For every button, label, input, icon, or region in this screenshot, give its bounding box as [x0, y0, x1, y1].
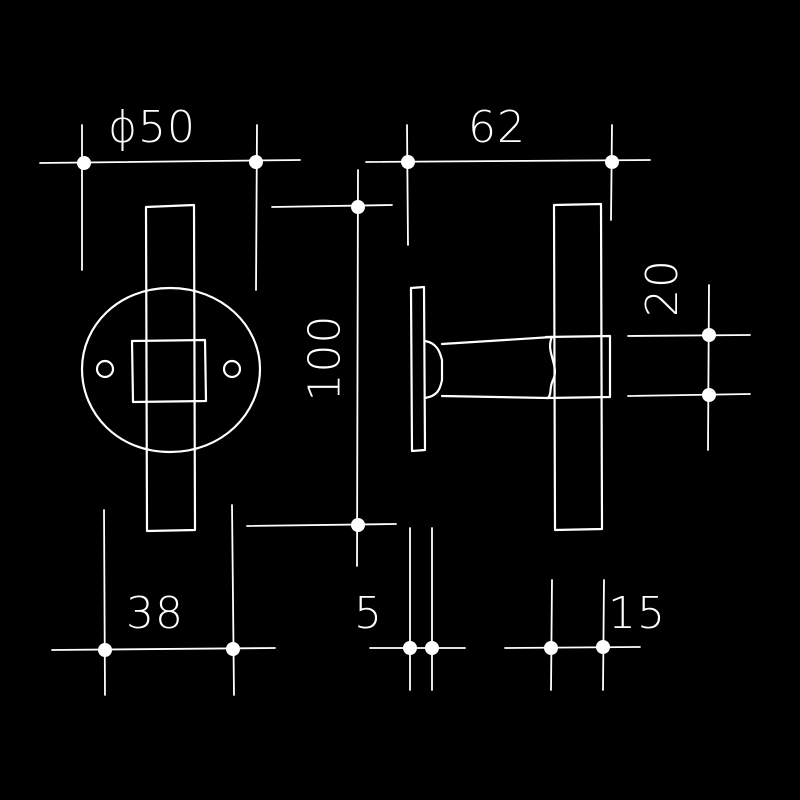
side-view [409, 202, 612, 532]
dim-rose-diameter [39, 124, 301, 291]
dim-rose-thickness [369, 527, 466, 691]
dim-projection [365, 124, 651, 246]
handle-width-label: 38 [126, 588, 184, 639]
side-sleeve [544, 334, 612, 400]
dim-sleeve-width [504, 579, 641, 691]
side-handle-bar [552, 202, 604, 532]
dim-grip-width [627, 284, 751, 451]
side-spindle-break [546, 335, 556, 400]
dim-handle-length [246, 169, 397, 567]
front-view [80, 203, 262, 533]
front-center-block [130, 338, 208, 404]
front-handle-bar [144, 203, 197, 533]
rose-thickness-label: 5 [354, 588, 383, 639]
screw-hole-right [222, 359, 242, 379]
side-spindle-body [440, 335, 554, 400]
projection-label: 62 [468, 102, 526, 153]
rose-diameter-label: ϕ50 [108, 102, 197, 153]
side-rose-plate [409, 285, 427, 453]
screw-hole-left [95, 359, 115, 379]
handle-length-label: 100 [299, 314, 351, 402]
sleeve-width-label: 15 [608, 588, 666, 639]
grip-width-label: 20 [637, 259, 688, 317]
dim-handle-width [51, 504, 276, 696]
side-spindle [423, 339, 444, 400]
rose-plate [80, 286, 262, 454]
